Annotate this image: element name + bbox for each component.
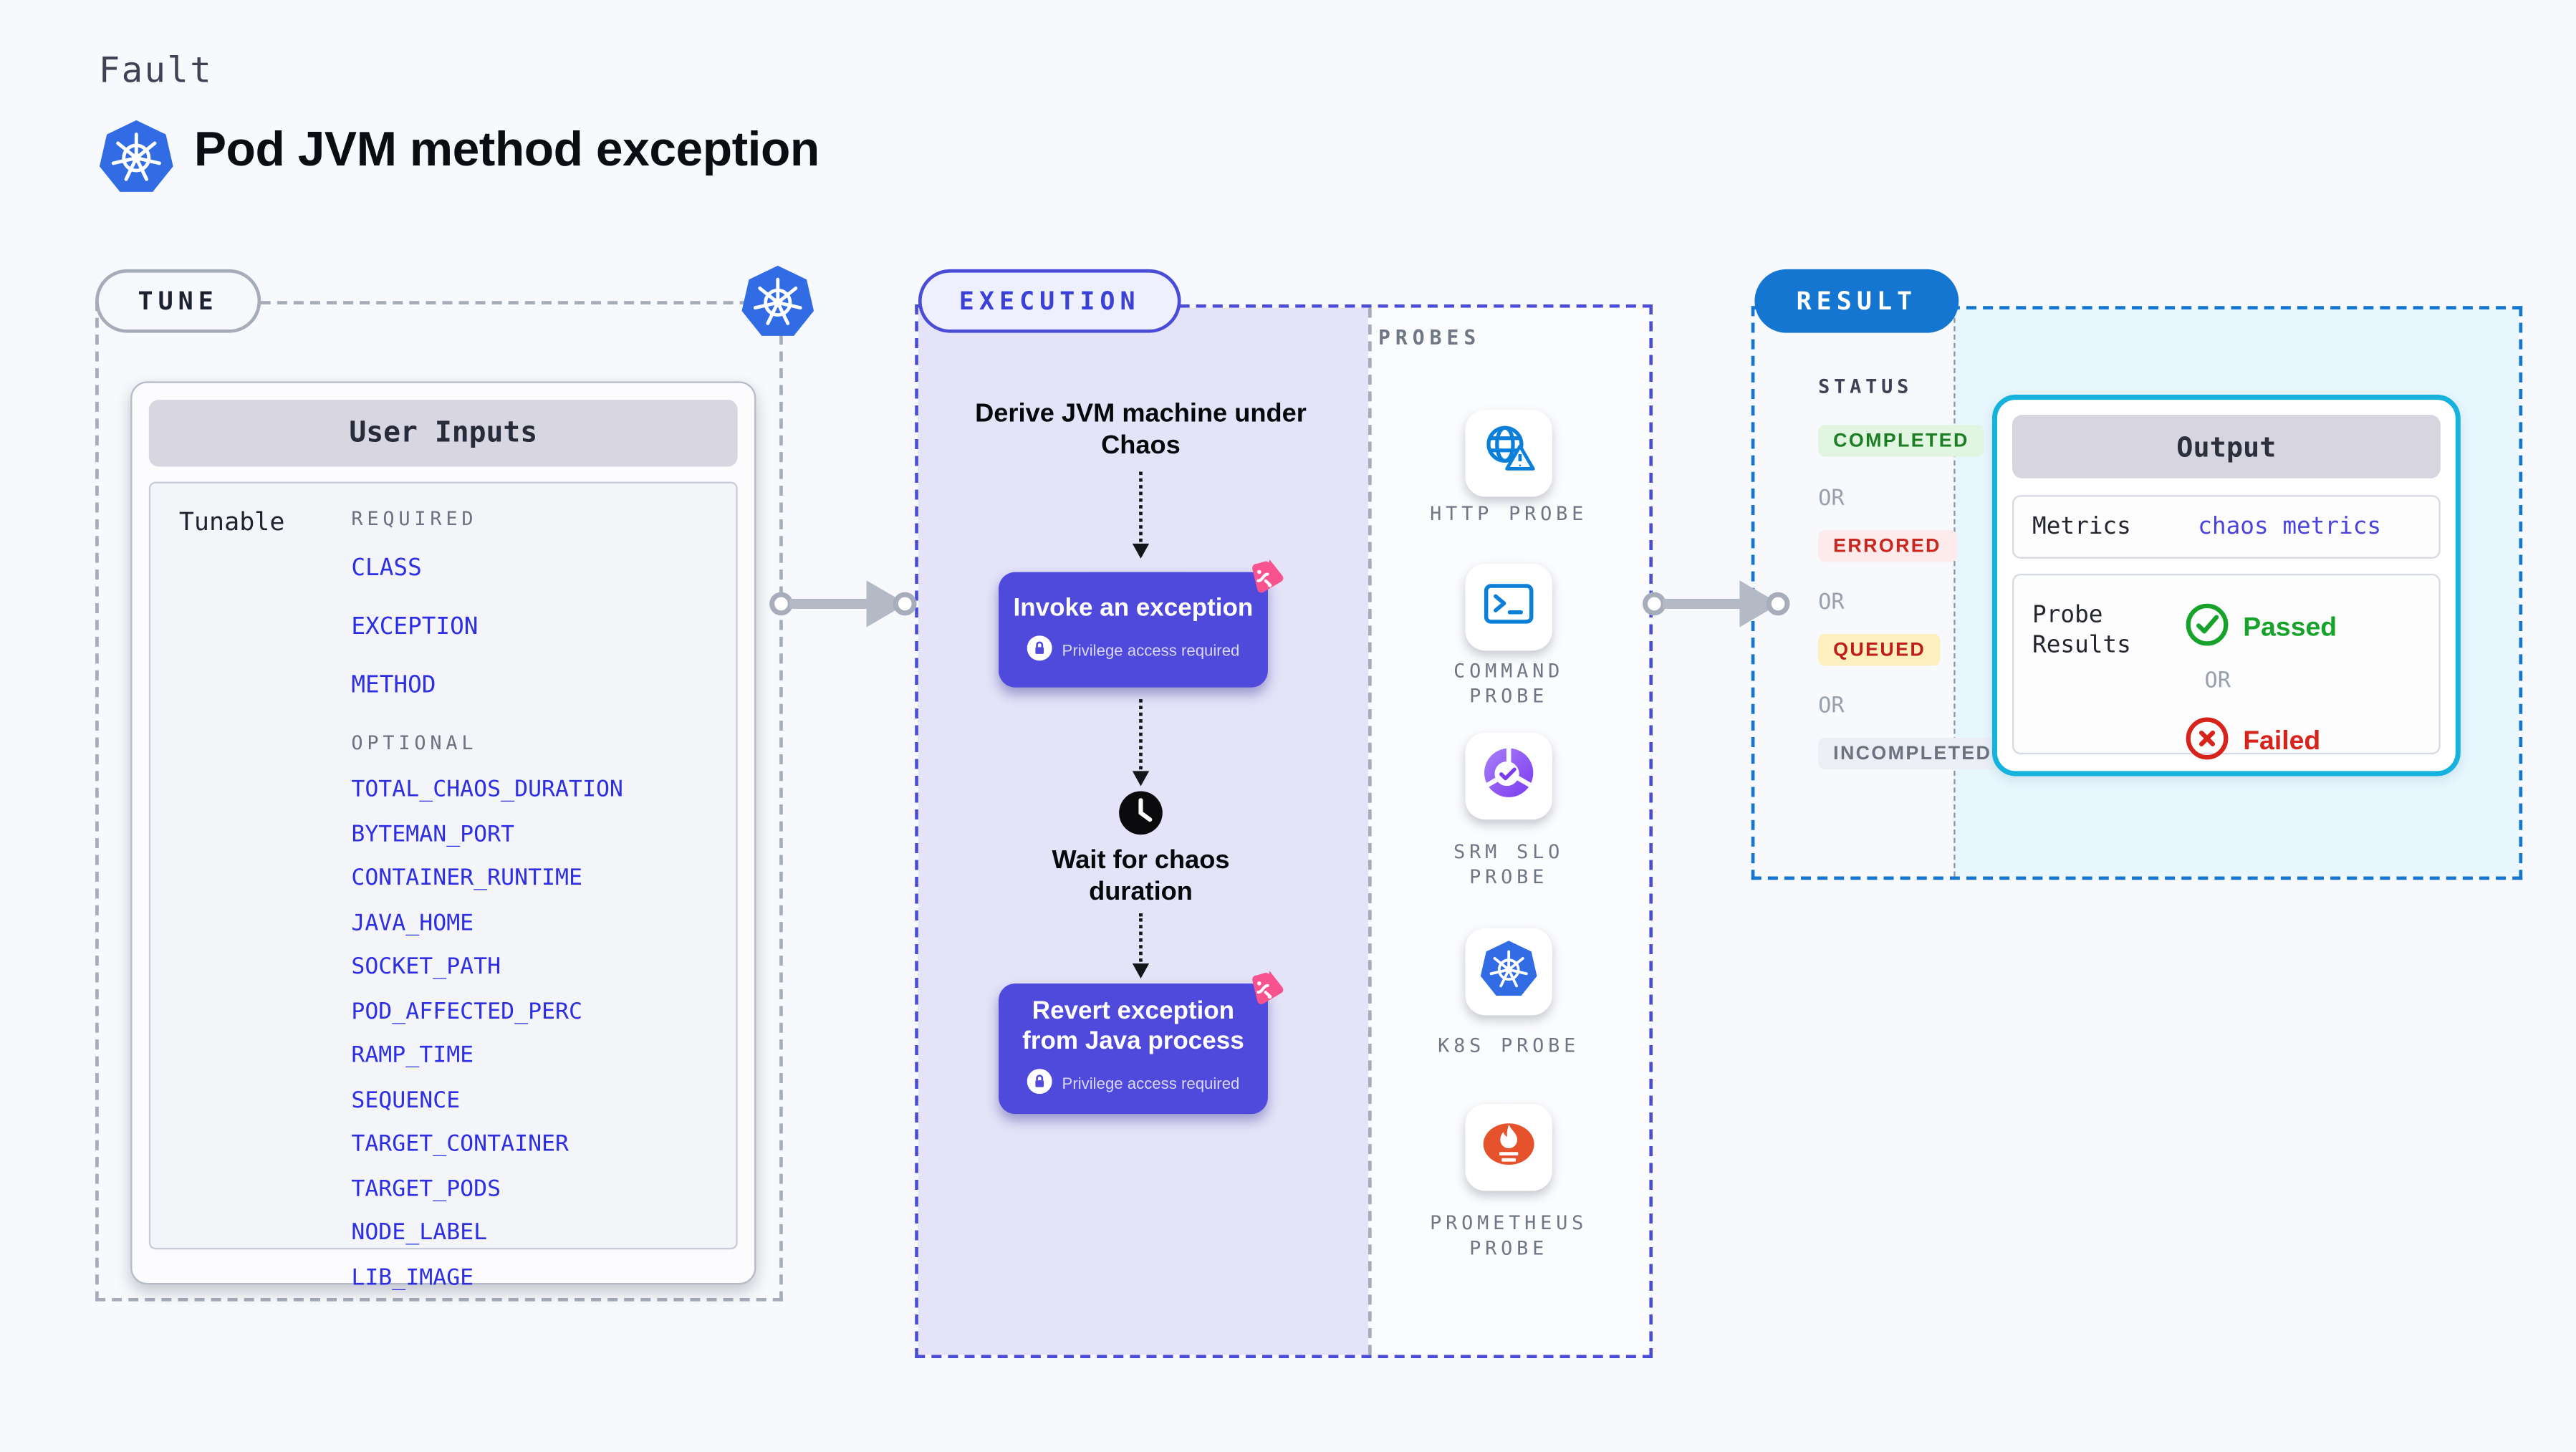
- slo-gauge-icon: [1479, 743, 1539, 809]
- kubernetes-icon: [1479, 938, 1539, 1005]
- lock-icon: [1027, 1069, 1052, 1100]
- step-derive-label: Derive JVM machine under Chaos: [975, 400, 1307, 461]
- tunable-item: JAVA_HOME: [351, 909, 474, 936]
- connector-node: [893, 592, 917, 616]
- connector-line: [789, 598, 873, 609]
- tunable-item: SEQUENCE: [351, 1086, 461, 1113]
- probes-rail-label: PROBES: [1378, 326, 1481, 350]
- probe-results-label: Probe Results: [2032, 602, 2131, 659]
- invoke-exception-step: Invoke an exception Privilege access req…: [998, 559, 1284, 688]
- tunable-item: CLASS: [351, 555, 422, 582]
- metrics-row: Metrics chaos metrics: [2012, 495, 2441, 559]
- probe-card-prometheus: [1465, 1104, 1552, 1191]
- probe-label: PROMETHEUS PROBE: [1430, 1211, 1588, 1260]
- chaos-experiment-icon: [1237, 552, 1289, 609]
- flow-arrow-down-icon: [1132, 471, 1150, 559]
- kubernetes-icon: [739, 263, 816, 347]
- probe-label: K8S PROBE: [1438, 1034, 1580, 1057]
- failed-label: Failed: [2243, 726, 2321, 756]
- probe-label: HTTP PROBE: [1430, 501, 1588, 526]
- tunable-item: EXCEPTION: [351, 613, 479, 641]
- prometheus-flame-icon: [1477, 1114, 1541, 1181]
- fault-kicker: Fault: [98, 50, 213, 91]
- status-badge-incompleted: INCOMPLETED: [1818, 737, 2007, 770]
- probe-label: SRM SLO PROBE: [1453, 840, 1565, 888]
- or-separator: OR: [1818, 590, 1845, 616]
- probe-label: COMMAND PROBE: [1453, 658, 1565, 708]
- user-inputs-body: Tunable REQUIRED CLASS EXCEPTION METHOD …: [148, 481, 738, 1290]
- tunable-item: TARGET_PODS: [351, 1175, 501, 1202]
- tune-section-box: [95, 301, 783, 1302]
- chaos-experiment-icon: [1237, 963, 1289, 1021]
- or-separator: OR: [2204, 669, 2231, 695]
- clock-icon: [1118, 789, 1164, 843]
- or-separator: OR: [1818, 486, 1845, 512]
- connector-node: [1766, 592, 1790, 616]
- status-badge-queued: QUEUED: [1818, 633, 1941, 666]
- probe-card-k8s: [1465, 928, 1552, 1016]
- privilege-note: Privilege access required: [1062, 641, 1240, 660]
- step-revert-label: Revert exception from Java process: [1022, 996, 1244, 1056]
- x-circle-icon: [2185, 716, 2230, 767]
- page-title: Pod JVM method exception: [193, 123, 820, 178]
- tune-phase-pill: TUNE: [95, 269, 261, 333]
- tunable-item: CONTAINER_RUNTIME: [351, 865, 582, 892]
- or-separator: OR: [1818, 694, 1845, 720]
- tune-to-execution-arrow: [769, 580, 917, 628]
- tunables-list: REQUIRED CLASS EXCEPTION METHOD OPTIONAL…: [351, 507, 623, 1308]
- optional-group-label: OPTIONAL: [351, 731, 478, 755]
- status-label: STATUS: [1818, 375, 1913, 398]
- status-badge-completed: COMPLETED: [1818, 425, 1984, 457]
- tunable-item: METHOD: [351, 672, 436, 700]
- step-invoke-label: Invoke an exception: [1013, 592, 1254, 622]
- tunable-item: RAMP_TIME: [351, 1042, 474, 1069]
- tunable-item: NODE_LABEL: [351, 1219, 488, 1246]
- user-inputs-header: User Inputs: [148, 400, 738, 467]
- privilege-note: Privilege access required: [1062, 1075, 1240, 1095]
- flow-arrow-down-icon: [1132, 913, 1150, 979]
- kubernetes-icon: [97, 117, 176, 202]
- terminal-icon: [1479, 574, 1539, 640]
- tunable-item: TOTAL_CHAOS_DURATION: [351, 776, 623, 803]
- tunable-label: Tunable: [178, 506, 285, 537]
- tunable-item: SOCKET_PATH: [351, 953, 501, 981]
- tunable-item: POD_AFFECTED_PERC: [351, 997, 582, 1025]
- metrics-label: Metrics: [2032, 513, 2131, 541]
- output-header: Output: [2012, 415, 2441, 479]
- execution-phase-pill: EXECUTION: [918, 269, 1181, 333]
- connector-line: [1662, 598, 1746, 609]
- check-circle-icon: [2185, 602, 2230, 654]
- probe-card-srm-slo: [1465, 732, 1552, 820]
- execution-to-result-arrow: [1642, 580, 1790, 628]
- passed-label: Passed: [2243, 612, 2337, 642]
- probe-card-command: [1465, 563, 1552, 651]
- tunable-item: TARGET_CONTAINER: [351, 1130, 569, 1158]
- metrics-value: chaos metrics: [2198, 513, 2382, 541]
- step-wait-label: Wait for chaos duration: [1052, 846, 1230, 907]
- probe-results-row: Probe Results Passed OR Failed: [2012, 573, 2441, 760]
- revert-exception-step: Revert exception from Java process Privi…: [998, 971, 1284, 1115]
- probe-card-http: [1465, 410, 1552, 497]
- result-phase-pill: RESULT: [1754, 269, 1959, 333]
- tunable-item: LIB_IMAGE: [351, 1264, 474, 1291]
- globe-alert-icon: [1479, 420, 1539, 486]
- lock-icon: [1027, 635, 1052, 666]
- tunable-item: BYTEMAN_PORT: [351, 820, 515, 847]
- required-group-label: REQUIRED: [351, 506, 478, 531]
- user-inputs-card: User Inputs Tunable REQUIRED CLASS EXCEP…: [130, 381, 756, 1290]
- status-badge-errored: ERRORED: [1818, 530, 1956, 562]
- output-card: Output Metrics chaos metrics Probe Resul…: [1991, 395, 2461, 777]
- flow-arrow-down-icon: [1132, 699, 1150, 787]
